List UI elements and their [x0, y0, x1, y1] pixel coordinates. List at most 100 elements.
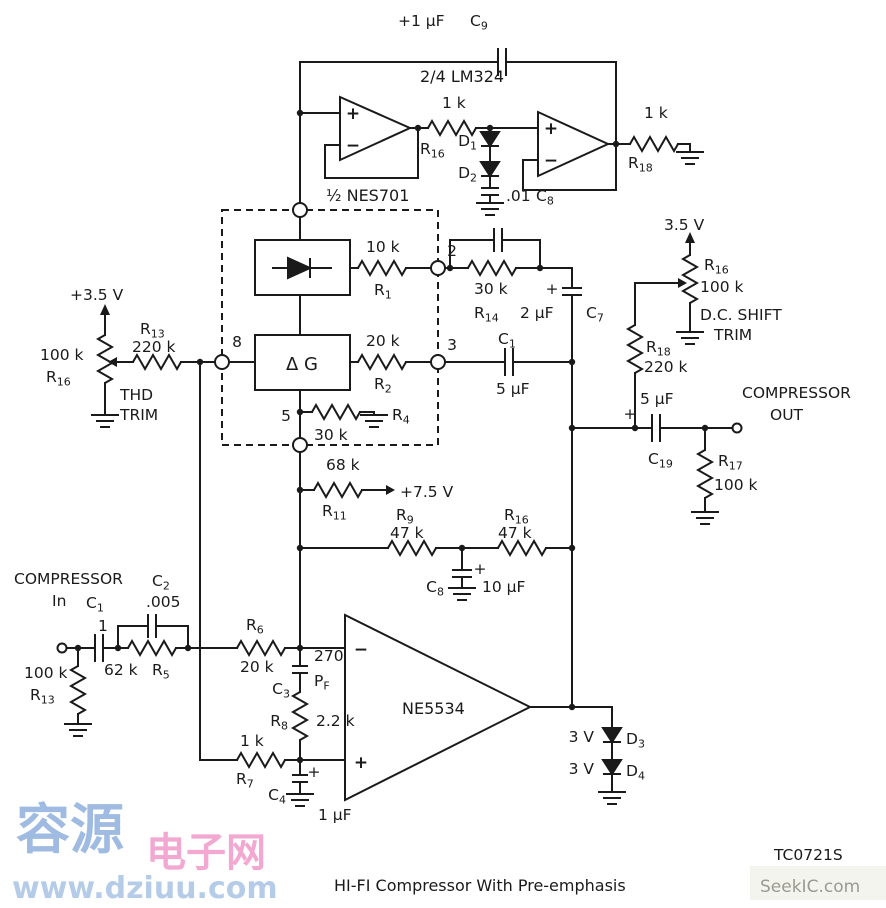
resistor-r16-top	[427, 118, 477, 138]
label-c3-unit: PF	[314, 672, 330, 693]
junction-dot	[701, 424, 709, 432]
label-r16-thd-ref: R16	[46, 368, 71, 389]
label-supply-3v5-right: 3.5 V	[664, 216, 705, 234]
label-c9-ref: C9	[470, 12, 488, 33]
junction-dot	[486, 124, 494, 132]
label-c1-mid-value: 5 µF	[496, 380, 530, 398]
label-r1-value: 10 k	[366, 238, 400, 256]
label-c7-value: 2 µF	[520, 304, 554, 322]
pin-nes701-top	[292, 202, 308, 218]
diode-d2	[479, 161, 501, 188]
arrow-supply-7v5	[386, 485, 395, 495]
junction-dot	[568, 424, 576, 432]
label-r13-left-value: 220 k	[132, 338, 176, 356]
junction-dots	[74, 109, 709, 764]
junction-dot	[114, 644, 122, 652]
label-r16-dc-ref: R16	[704, 256, 729, 277]
nes701-dashed-box	[221, 209, 439, 446]
opamp-lm324-b	[537, 110, 611, 178]
junction-dot	[196, 358, 204, 366]
capacitor-c9	[497, 48, 507, 76]
ground-c4	[286, 793, 314, 807]
label-dc-shift: D.C. SHIFT	[700, 306, 782, 324]
label-c8-mid-value: 10 µF	[482, 578, 526, 596]
label-dc-shift-trim: TRIM	[713, 326, 752, 344]
label-c1-in-ref: C1	[86, 594, 104, 615]
opamp-lm324-a	[339, 95, 413, 162]
resistor-r6	[236, 638, 286, 658]
label-r7-value: 1 k	[240, 732, 264, 750]
label-c9-value: +1 µF	[398, 12, 445, 30]
output-terminal	[731, 422, 743, 434]
label-d4-ref: D4	[626, 762, 645, 783]
label-thd: THD	[119, 386, 153, 404]
label-c3-value: 270	[314, 647, 344, 665]
resistor-r1	[357, 258, 407, 278]
label-c4-ref: C4	[268, 786, 286, 807]
junction-dot	[458, 544, 466, 552]
label-r2-value: 20 k	[366, 332, 400, 350]
opamp1-plus-sign: +	[346, 104, 360, 124]
pin-8	[214, 354, 230, 370]
part-code: TC0721S	[773, 846, 843, 864]
label-c19-ref: C19	[648, 450, 673, 471]
diode-d4	[601, 759, 623, 776]
capacitor-c4	[292, 774, 308, 783]
opamp2-minus-sign: −	[544, 151, 558, 171]
pin-3	[430, 354, 446, 370]
resistor-r18-right	[625, 324, 645, 374]
label-r14-value: 30 k	[474, 280, 508, 298]
resistor-r13-in	[68, 665, 88, 715]
capacitor-c2	[147, 614, 157, 638]
opamp-ne5534	[344, 613, 533, 802]
resistor-r18-top	[629, 134, 679, 154]
label-r8-ref: R8	[270, 712, 288, 733]
schematic-caption: HI-FI Compressor With Pre-emphasis	[334, 876, 626, 895]
arrow-wiper-thd	[108, 357, 117, 367]
label-ic-nes701: ½ NES701	[326, 186, 409, 205]
label-pin-8: 8	[232, 333, 242, 351]
label-c8-top-ref: C8	[536, 187, 554, 208]
label-c7-ref: C7	[586, 304, 604, 325]
resistor-r7	[236, 750, 286, 770]
label-r13-in-ref: R13	[30, 686, 55, 707]
potentiometer-r16-thd	[95, 334, 115, 384]
ground-dc-pot	[676, 331, 704, 345]
resistor-r2	[357, 352, 407, 372]
opamp3-plus-sign: +	[354, 753, 368, 773]
label-r2-ref: R2	[374, 375, 392, 396]
label-compressor-out-1: COMPRESSOR	[742, 384, 851, 402]
label-r18-right-ref: R18	[646, 338, 671, 359]
junction-dot	[296, 486, 304, 494]
watermark-brand-cn-1: 容源	[16, 798, 124, 861]
arrow-supply-3v5-left	[100, 304, 110, 315]
resistor-r4	[311, 402, 361, 422]
ground-thd-pot	[91, 414, 119, 428]
diode-d1	[479, 128, 501, 162]
label-r14-ref: R14	[474, 304, 499, 325]
resistor-r11	[313, 480, 363, 500]
label-compressor-in-2: In	[52, 592, 66, 610]
label-ic-ne5534: NE5534	[402, 699, 465, 718]
label-r4-value: 30 k	[314, 426, 348, 444]
junction-dot	[568, 703, 576, 711]
capacitor-c19	[651, 414, 661, 442]
ground-r13-in	[64, 723, 92, 737]
label-c4-polarity: +	[308, 763, 321, 781]
ground-r17	[691, 511, 719, 525]
opamp2-plus-sign: +	[544, 119, 558, 139]
label-r18-top-ref: R18	[628, 154, 653, 175]
junction-dot	[296, 756, 304, 764]
ground-d2-c8	[476, 202, 504, 216]
label-r17-value: 100 k	[714, 476, 758, 494]
label-r11-value: 68 k	[326, 456, 360, 474]
label-c2-value: .005	[146, 593, 181, 611]
label-c8-top-value: .01	[506, 187, 531, 205]
wire-right-section	[571, 242, 733, 708]
resistor-r13-left	[132, 352, 182, 372]
label-r16-thd-value: 100 k	[40, 346, 84, 364]
label-r18-right-value: 220 k	[644, 358, 688, 376]
junction-dot	[296, 408, 304, 416]
